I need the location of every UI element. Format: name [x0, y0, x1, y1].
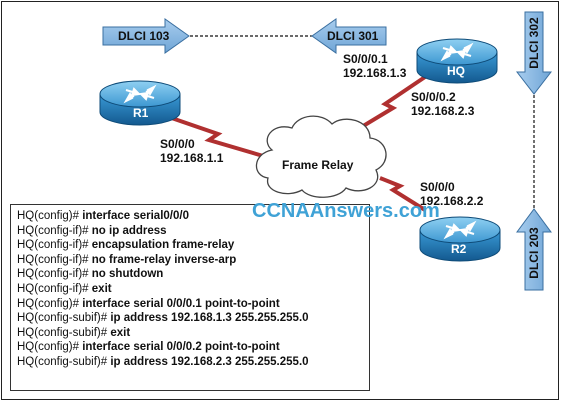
config-line: HQ(config)# interface serial 0/0/0.2 poi… [17, 340, 363, 355]
config-line: HQ(config-if)# no frame-relay inverse-ar… [17, 253, 363, 268]
config-command: no ip address [91, 224, 167, 237]
router-r2 [419, 216, 501, 262]
config-command: exit [110, 326, 131, 339]
config-prompt: HQ(config-if)# [17, 239, 89, 252]
config-command: no frame-relay inverse-arp [91, 253, 237, 266]
watermark: CCNAAnswers.com [252, 200, 440, 222]
router-hq [416, 38, 498, 84]
config-prompt: HQ(config-subif)# [17, 326, 108, 339]
r2-ip-label: 192.168.2.2 [420, 194, 484, 208]
config-prompt: HQ(config)# [17, 297, 79, 310]
config-line: HQ(config-if)# encapsulation frame-relay [17, 238, 363, 253]
hq-sub2-interface-label: S0/0/0.2 [411, 90, 456, 104]
config-command: encapsulation frame-relay [91, 239, 235, 252]
dlci-203-arrow [516, 208, 552, 291]
config-command: interface serial 0/0/0.1 point-to-point [82, 297, 280, 310]
r2-interface-label: S0/0/0 [420, 180, 455, 194]
config-line: HQ(config-if)# no shutdown [17, 267, 363, 282]
frame-relay-cloud [255, 115, 387, 198]
config-prompt: HQ(config-if)# [17, 282, 89, 295]
hq-sub1-interface-label: S0/0/0.1 [343, 52, 388, 66]
router-hq-name: HQ [447, 64, 465, 78]
dlci-103-arrow [102, 18, 190, 54]
config-command: ip address 192.168.2.3 255.255.255.0 [110, 355, 309, 368]
config-prompt: HQ(config)# [17, 210, 79, 222]
hq-sub1-ip-label: 192.168.1.3 [343, 66, 407, 80]
router-r1 [99, 80, 181, 126]
config-line: HQ(config)# interface serial 0/0/0.1 poi… [17, 297, 363, 312]
config-line: HQ(config-subif)# ip address 192.168.2.3… [17, 355, 363, 370]
config-prompt: HQ(config-if)# [17, 268, 89, 281]
config-command: interface serial 0/0/0.2 point-to-point [82, 341, 280, 354]
config-prompt: HQ(config-if)# [17, 253, 89, 266]
hq-sub2-ip-label: 192.168.2.3 [411, 104, 475, 118]
r1-interface-label: S0/0/0 [160, 137, 195, 151]
config-command: exit [91, 282, 112, 295]
r1-ip-label: 192.168.1.1 [160, 151, 224, 165]
config-command: no shutdown [91, 268, 164, 281]
dlci-302-label: DLCI 302 [527, 17, 541, 69]
frame-relay-label: Frame Relay [282, 158, 354, 172]
config-prompt: HQ(config-subif)# [17, 312, 108, 325]
config-prompt: HQ(config-subif)# [17, 355, 108, 368]
config-command: interface serial0/0/0 [82, 210, 189, 222]
config-prompt: HQ(config-if)# [17, 224, 89, 237]
config-line: HQ(config-subif)# ip address 192.168.1.3… [17, 311, 363, 326]
serial-link-r2 [379, 176, 427, 212]
dlci-302-arrow [515, 11, 553, 95]
config-line: HQ(config-subif)# exit [17, 326, 363, 341]
router-r1-name: R1 [133, 106, 149, 120]
router-r2-name: R2 [451, 242, 467, 256]
dlci-301-arrow [311, 18, 387, 54]
config-line: HQ(config)# interface serial0/0/0 [17, 209, 363, 224]
dlci-301-label: DLCI 301 [327, 29, 379, 43]
serial-link-r1 [159, 112, 271, 160]
serial-link-hq [338, 75, 427, 142]
config-line: HQ(config-if)# exit [17, 282, 363, 297]
dlci-103-label: DLCI 103 [118, 29, 170, 43]
config-line: HQ(config-if)# no ip address [17, 224, 363, 239]
config-command: ip address 192.168.1.3 255.255.255.0 [110, 312, 309, 325]
config-prompt: HQ(config)# [17, 341, 79, 354]
dlci-203-label: DLCI 203 [527, 227, 541, 279]
